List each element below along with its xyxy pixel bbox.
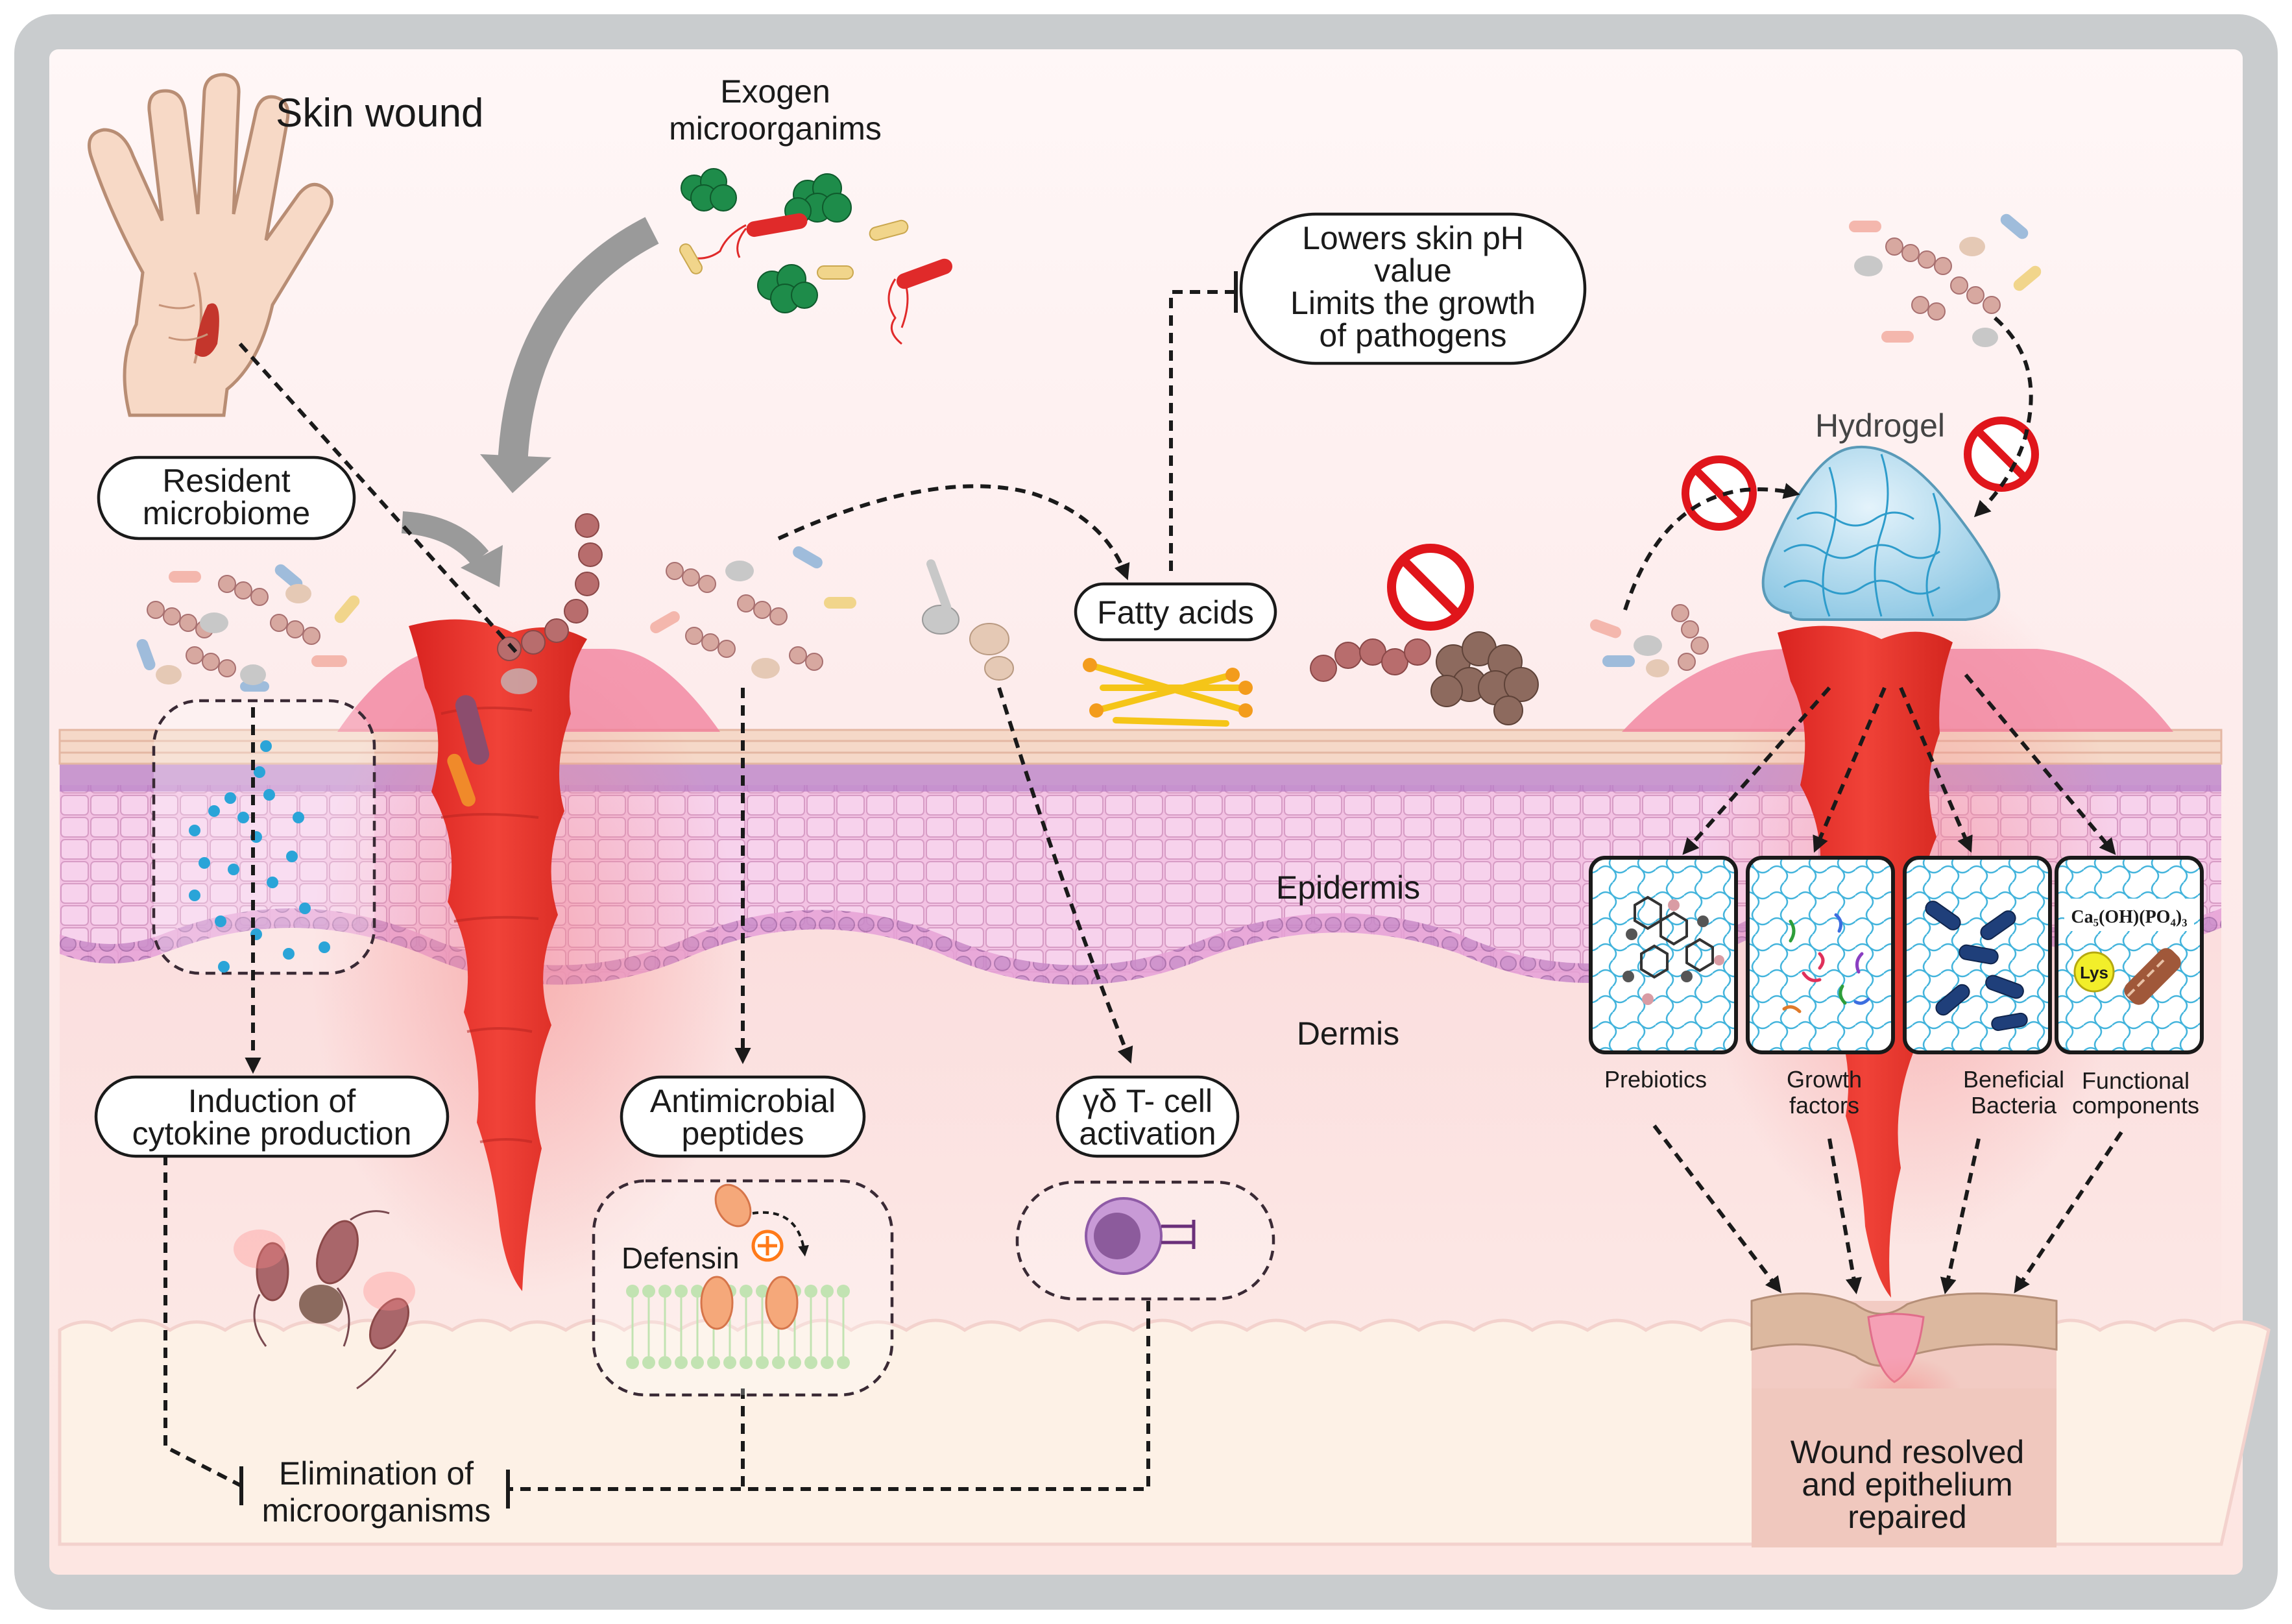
elimination-label-2: microorganisms bbox=[262, 1492, 491, 1529]
forbidden-icon bbox=[1387, 544, 1474, 631]
growth-to-resolved bbox=[1828, 1138, 1862, 1294]
to-beneficial-arrow bbox=[1899, 686, 1973, 853]
dermis-label: Dermis bbox=[1297, 1015, 1399, 1052]
amp-bubble bbox=[620, 1075, 866, 1158]
ph-label-4: of pathogens bbox=[1319, 317, 1506, 354]
fatty-acids-icon bbox=[1087, 662, 1249, 727]
forbidden-icon bbox=[1964, 417, 2039, 492]
resident-label-1: Resident bbox=[162, 463, 290, 499]
lys-label: Lys bbox=[2080, 963, 2108, 982]
amp-label-1: Antimicrobial bbox=[650, 1083, 836, 1119]
pathogen-cluster bbox=[1310, 631, 1539, 725]
gd-to-elim bbox=[508, 1301, 1150, 1491]
epidermis-label: Epidermis bbox=[1276, 869, 1420, 906]
gd-label-2: activation bbox=[1079, 1115, 1216, 1152]
beneficial-label-1: Beneficial bbox=[1963, 1066, 2064, 1093]
bacterium-in-wound bbox=[455, 695, 490, 765]
resolved-label-1: Wound resolved bbox=[1791, 1434, 2024, 1470]
fatty-acids-bubble bbox=[1074, 582, 1277, 642]
skin-wound-label: Skin wound bbox=[276, 91, 484, 136]
to-ph-line bbox=[1169, 290, 1236, 571]
gray-arrow-2 bbox=[401, 511, 489, 566]
t-cell-icon bbox=[1085, 1197, 1196, 1275]
gray-arrow-2-head bbox=[461, 545, 503, 587]
elimination-label-1: Elimination of bbox=[279, 1455, 474, 1492]
growth-label-1: Growth bbox=[1787, 1066, 1862, 1093]
amp-label-2: peptides bbox=[681, 1115, 804, 1152]
gray-arrow bbox=[498, 217, 659, 468]
to-functional-arrow bbox=[1964, 673, 2116, 855]
prebiotics-label: Prebiotics bbox=[1604, 1066, 1707, 1093]
resolved-label-2: and epithelium bbox=[1802, 1466, 2012, 1503]
cytokine-to-elim bbox=[163, 1155, 243, 1488]
gd-label-1: γδ T- cell bbox=[1083, 1083, 1212, 1119]
right-microbes bbox=[1589, 604, 1709, 677]
defensin-label: Defensin bbox=[621, 1241, 740, 1275]
to-hydrogel-arrow bbox=[1623, 483, 1800, 611]
forbidden-icon bbox=[1682, 455, 1757, 531]
hand-icon bbox=[88, 73, 333, 417]
left-wound bbox=[409, 619, 587, 1292]
to-growth-arrow bbox=[1813, 686, 1887, 853]
beneficial-bacteria-box bbox=[1903, 856, 2052, 1054]
skin-microbiome-cluster bbox=[650, 546, 1014, 681]
wound-striations bbox=[440, 707, 539, 1143]
bacterium-in-wound-2 bbox=[447, 753, 476, 807]
gd-bubble bbox=[1056, 1075, 1240, 1158]
hydrogel-mesh bbox=[1783, 454, 1941, 617]
cytokine-region bbox=[152, 699, 376, 975]
exogen-microorganisms-icon bbox=[679, 168, 953, 345]
to-prebiotics-arrow bbox=[1682, 686, 1831, 855]
resolved-label-3: repaired bbox=[1848, 1499, 1966, 1535]
ph-label-3: Limits the growth bbox=[1290, 285, 1536, 321]
functional-label-1: Functional bbox=[2082, 1067, 2189, 1094]
functional-label-2: components bbox=[2072, 1092, 2199, 1119]
streptococcus-chain bbox=[497, 513, 603, 661]
beneficial-label-2: Bacteria bbox=[1971, 1092, 2057, 1119]
spore-in-wound bbox=[501, 668, 537, 694]
resident-label-2: microbiome bbox=[143, 495, 310, 531]
exogen-label-2: microorganims bbox=[669, 110, 882, 147]
functional-components-box bbox=[2055, 856, 2204, 1054]
formula-label: Ca₅(OH)(PO₄)₃ bbox=[2071, 907, 2187, 927]
resident-microbiome-bubble bbox=[97, 455, 356, 540]
growth-factors-box bbox=[1746, 856, 1895, 1054]
cytokine-bubble bbox=[94, 1075, 450, 1158]
ph-label-1: Lowers skin pH bbox=[1302, 220, 1524, 256]
microbes-to-hydrogel-arrow bbox=[1973, 316, 2033, 518]
fatty-acid-heads bbox=[1083, 658, 1253, 718]
top-right-microbes bbox=[1849, 213, 2042, 347]
hydrogel-label: Hydrogel bbox=[1815, 407, 1945, 444]
dead-bacteria-cluster bbox=[234, 1210, 415, 1390]
healed-skin-icon bbox=[1750, 1292, 2058, 1547]
membrane-icon bbox=[626, 1183, 850, 1369]
functional-to-resolved bbox=[2014, 1131, 2123, 1294]
ph-label-2: value bbox=[1374, 252, 1452, 289]
cytokine-label-2: cytokine production bbox=[132, 1115, 412, 1152]
exogen-label-1: Exogen bbox=[720, 73, 830, 110]
cytokine-dots bbox=[189, 740, 330, 973]
gray-arrow-head bbox=[480, 454, 551, 493]
fatty-acids-label: Fatty acids bbox=[1097, 594, 1254, 631]
to-gd-arrow bbox=[997, 687, 1133, 1064]
cytokine-label-1: Induction of bbox=[188, 1083, 356, 1119]
ph-bubble bbox=[1239, 212, 1587, 365]
prebiotics-box bbox=[1589, 856, 1738, 1054]
growth-label-2: factors bbox=[1789, 1092, 1859, 1119]
resident-microbiome-cluster bbox=[136, 564, 360, 692]
beneficial-to-resolved bbox=[1940, 1138, 1981, 1294]
